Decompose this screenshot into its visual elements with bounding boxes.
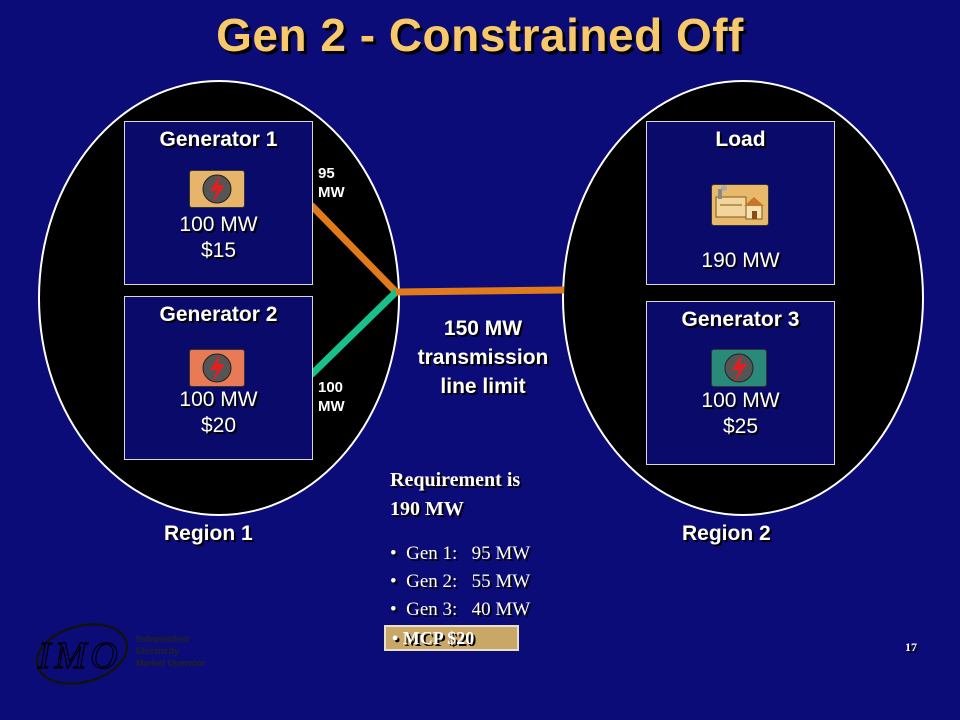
line-interregion	[395, 286, 565, 296]
logo-line1: Independent	[136, 634, 190, 644]
logo-line3: Market Operator	[136, 658, 206, 668]
generator-1-price: $15	[200, 239, 237, 262]
bottom-line-mw: 100	[318, 379, 344, 396]
top-line-label: 95 MW	[318, 164, 345, 202]
list-item: • Gen 2: 55 MW	[390, 571, 531, 592]
generator-2-name: Generator 2	[159, 303, 278, 326]
generator-3-box: Generator 3 100 MW $25	[646, 301, 835, 465]
bottom-line-label: 100 MW	[318, 378, 345, 416]
generator-3-name: Generator 3	[681, 308, 800, 331]
load-mw: 190 MW	[701, 249, 780, 272]
generator-2-box: Generator 2 100 MW $20	[124, 296, 313, 460]
bottom-line-unit: MW	[318, 398, 345, 415]
transmission-limit-line3: line limit	[440, 375, 526, 398]
load-name: Load	[715, 128, 766, 151]
requirement-line1: Requirement is	[390, 469, 521, 491]
top-line-unit: MW	[318, 184, 345, 201]
generator-icon	[711, 349, 767, 387]
logo-line2: Electricity	[136, 646, 180, 656]
imo-logo: IMO	[35, 623, 129, 685]
generator-1-box: Generator 1 100 MW $15	[124, 121, 313, 285]
generator-3-price: $25	[722, 415, 759, 438]
generator-icon	[189, 170, 245, 208]
transmission-limit-line2: transmission	[417, 346, 549, 369]
generator-2-mw: 100 MW	[179, 388, 258, 411]
line-gen1	[308, 202, 400, 296]
generator-1-name: Generator 1	[159, 128, 278, 151]
dispatch-list: • Gen 1: 95 MW • Gen 2: 55 MW • Gen 3: 4…	[390, 540, 530, 624]
generator-2-price: $20	[200, 414, 237, 437]
generator-icon	[189, 349, 245, 387]
top-line-mw: 95	[318, 165, 335, 182]
mcp-highlight: • MCP $20	[384, 625, 519, 651]
transmission-limit-label: 150 MW transmission line limit	[388, 314, 578, 401]
factory-icon	[711, 184, 769, 226]
generator-1-mw: 100 MW	[179, 213, 258, 236]
requirement-text: Requirement is 190 MW	[390, 466, 520, 524]
page-number: 17	[905, 640, 917, 654]
transmission-limit-line1: 150 MW	[443, 317, 523, 340]
region-2-label: Region 2	[682, 522, 771, 545]
list-item: • Gen 3: 40 MW	[390, 599, 531, 620]
load-box: Load 190 MW	[646, 121, 835, 285]
slide-title: Gen 2 - Constrained Off	[216, 9, 744, 61]
generator-3-mw: 100 MW	[701, 389, 780, 412]
line-gen2	[308, 288, 400, 378]
list-item: • Gen 1: 95 MW	[390, 543, 531, 564]
logo-letters: IMO	[37, 635, 122, 677]
requirement-line2: 190 MW	[390, 498, 464, 520]
logo-text: Independent Electricity Market Operator	[136, 633, 206, 669]
region-1-label: Region 1	[164, 522, 253, 545]
